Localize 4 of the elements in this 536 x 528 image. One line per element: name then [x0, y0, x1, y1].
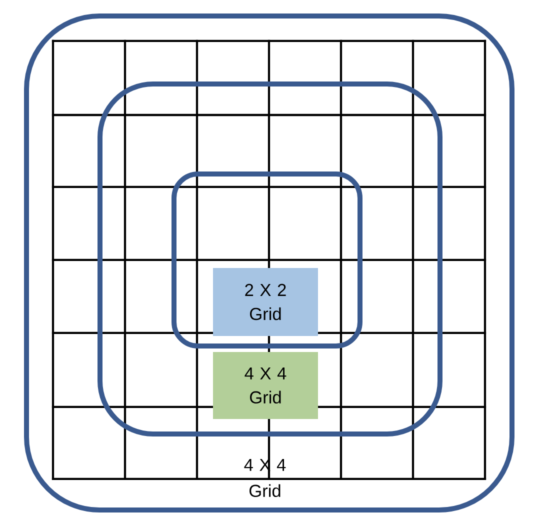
rounded-frame	[172, 172, 362, 348]
rounded-frame	[98, 82, 442, 436]
label-box: 2 X 2 Grid	[213, 268, 318, 336]
label-box: 4 X 4 Grid	[213, 352, 318, 419]
